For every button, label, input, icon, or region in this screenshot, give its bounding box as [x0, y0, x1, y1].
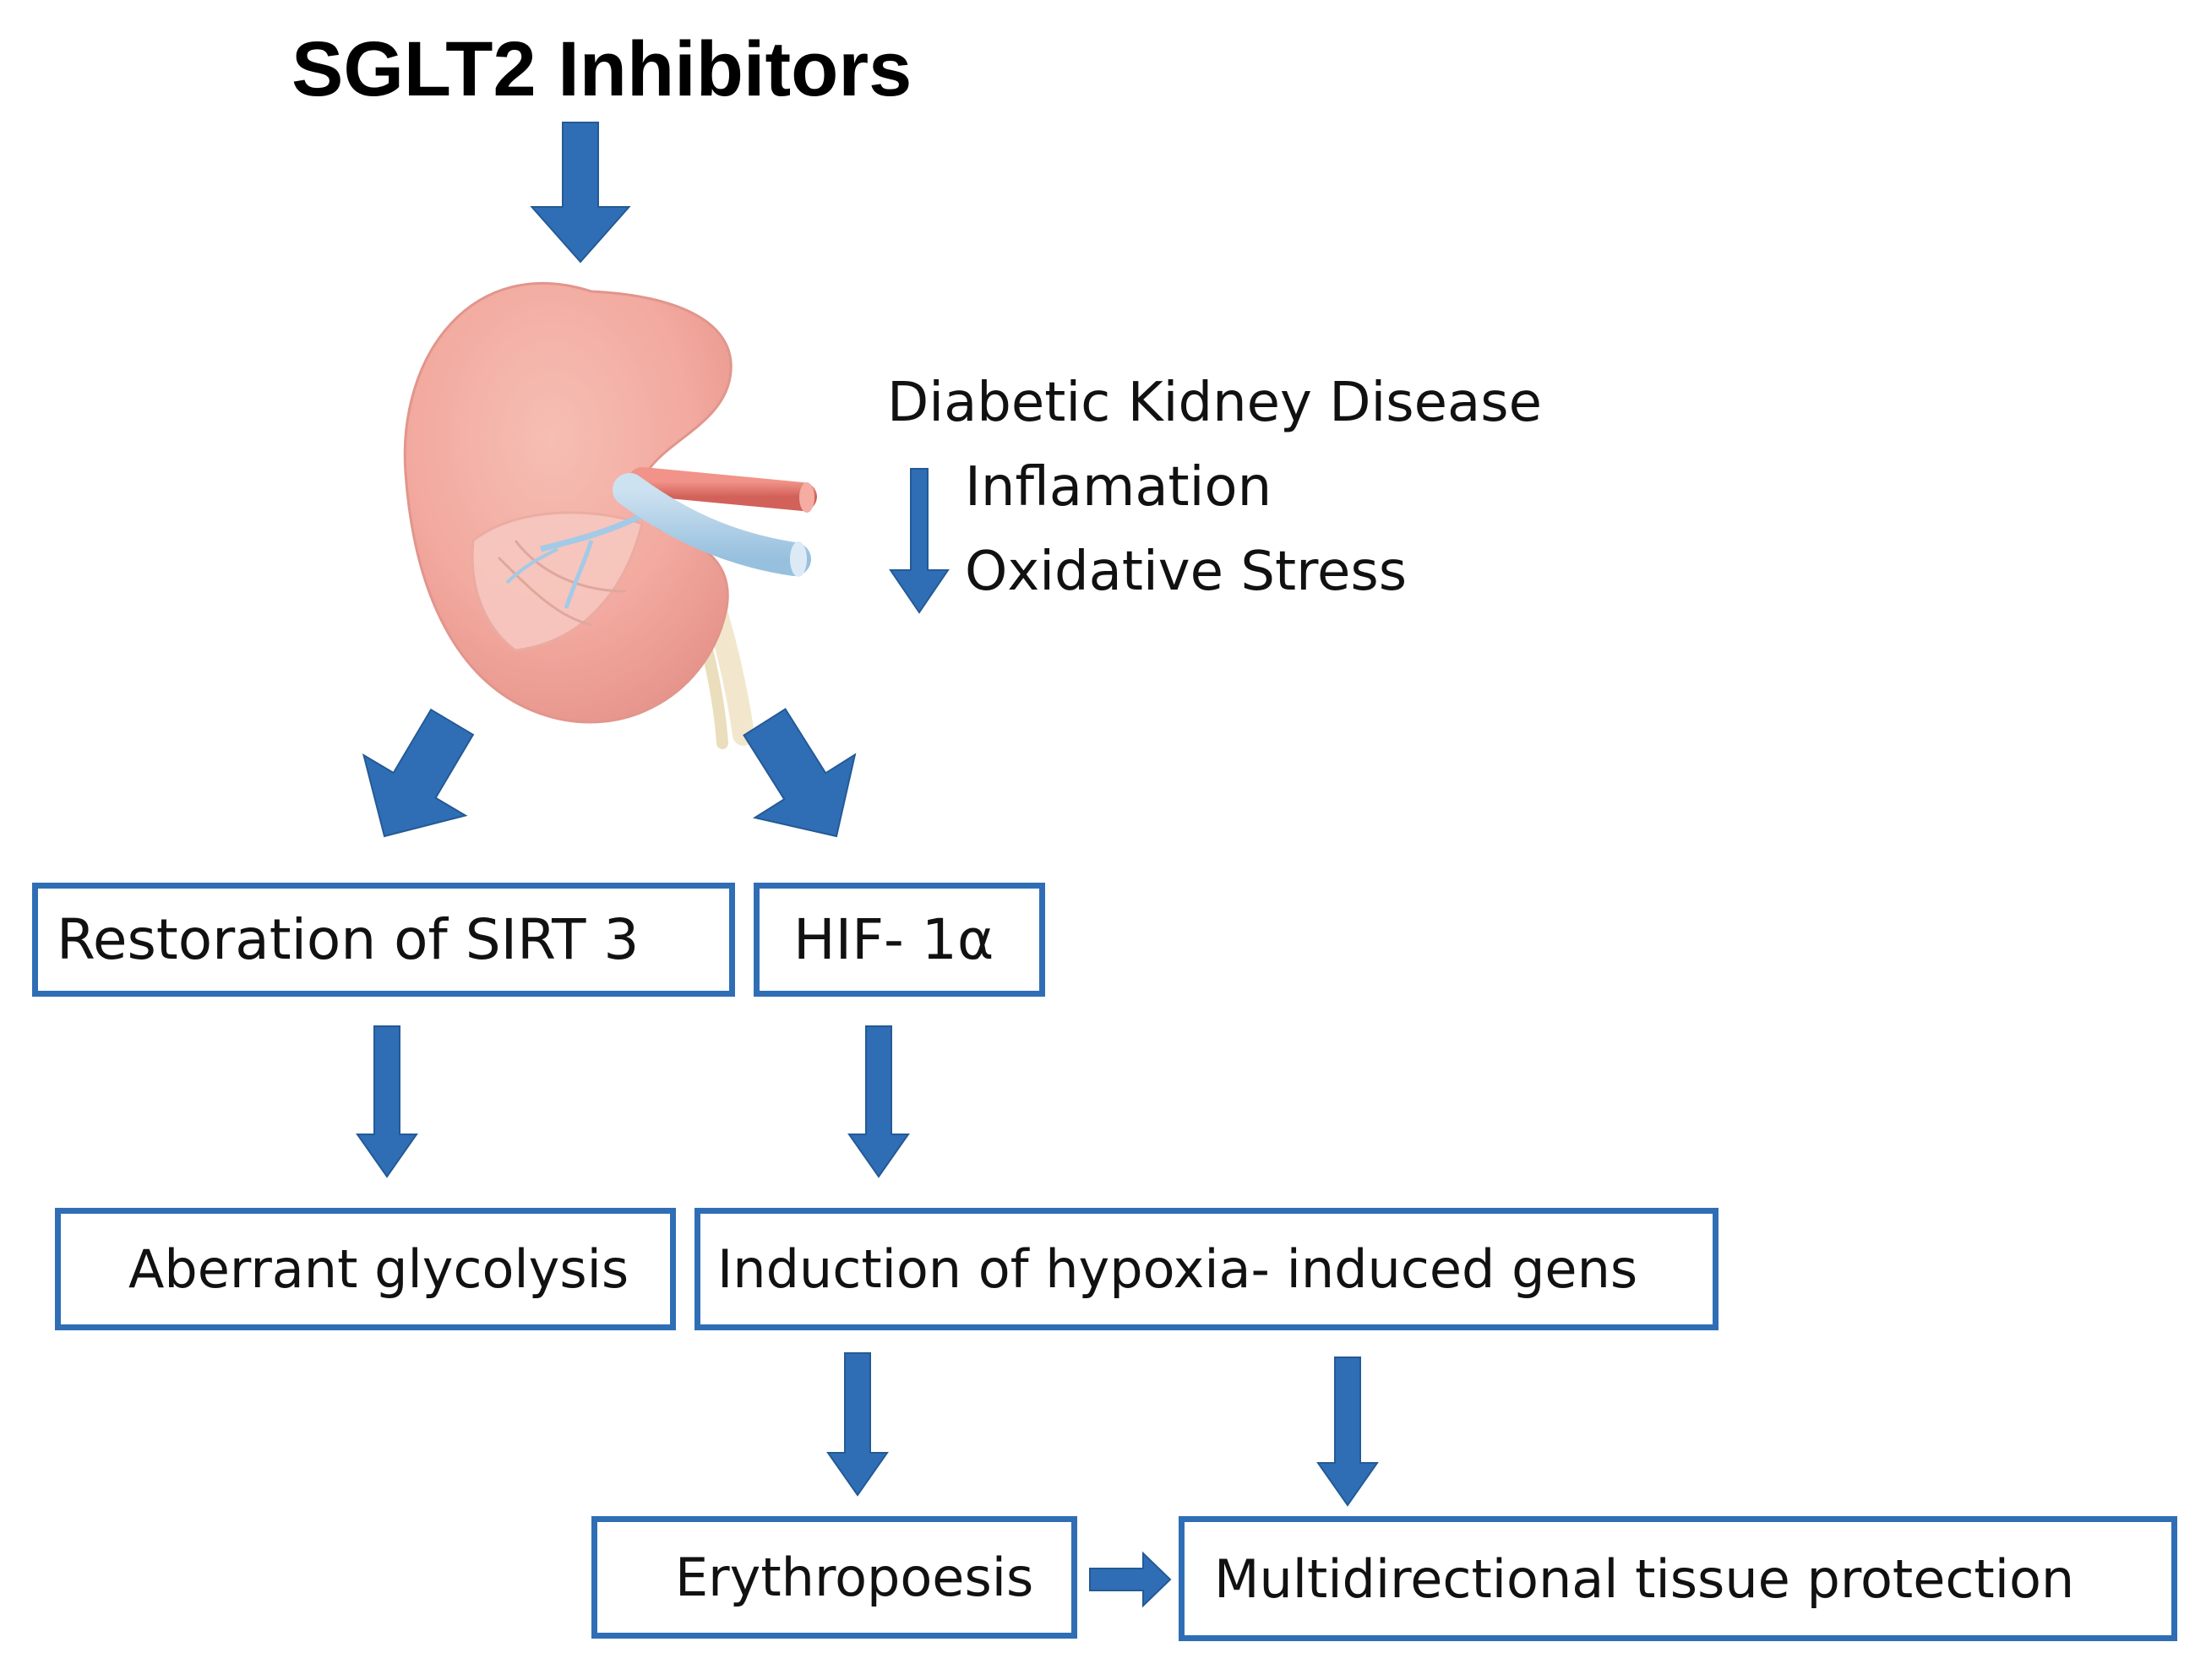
effect-oxidative-stress: Oxidative Stress [965, 541, 1408, 603]
kidney-icon [403, 281, 817, 749]
arrow-hypoxia-to-erythropoesis [826, 1352, 889, 1497]
kidney-disease-heading: Diabetic Kidney Disease [887, 372, 1542, 434]
effect-inflammation: Inflamation [965, 456, 1272, 519]
glycolysis-box: Aberrant glycolysis [55, 1208, 676, 1330]
tissue-protection-box: Multidirectional tissue protection [1179, 1516, 2177, 1641]
page-title: SGLT2 Inhibitors [291, 26, 912, 112]
decrease-arrow-icon [889, 468, 950, 614]
arrow-erythropoesis-to-tissue-protection [1089, 1551, 1172, 1608]
hif-label: HIF- 1α [793, 907, 994, 972]
glycolysis-label: Aberrant glycolysis [128, 1238, 629, 1300]
arrow-hif-to-hypoxia-genes [847, 1025, 910, 1178]
arrow-kidney-to-hif [743, 708, 857, 838]
arrow-hypoxia-to-tissue-protection [1316, 1357, 1379, 1507]
erythropoesis-label: Erythropoesis [675, 1547, 1034, 1608]
hif-box: HIF- 1α [754, 883, 1045, 997]
hypoxia-genes-box: Induction of hypoxia- induced gens [694, 1208, 1719, 1330]
arrow-title-to-kidney [530, 122, 631, 264]
erythropoesis-box: Erythropoesis [591, 1516, 1077, 1639]
arrow-kidney-to-sirt3 [362, 708, 475, 838]
tissue-protection-label: Multidirectional tissue protection [1214, 1547, 2075, 1610]
sirt3-label: Restoration of SIRT 3 [57, 907, 640, 972]
sirt3-restoration-box: Restoration of SIRT 3 [32, 883, 735, 997]
arrow-sirt3-to-glycolysis [356, 1025, 418, 1178]
hypoxia-genes-label: Induction of hypoxia- induced gens [717, 1238, 1638, 1300]
